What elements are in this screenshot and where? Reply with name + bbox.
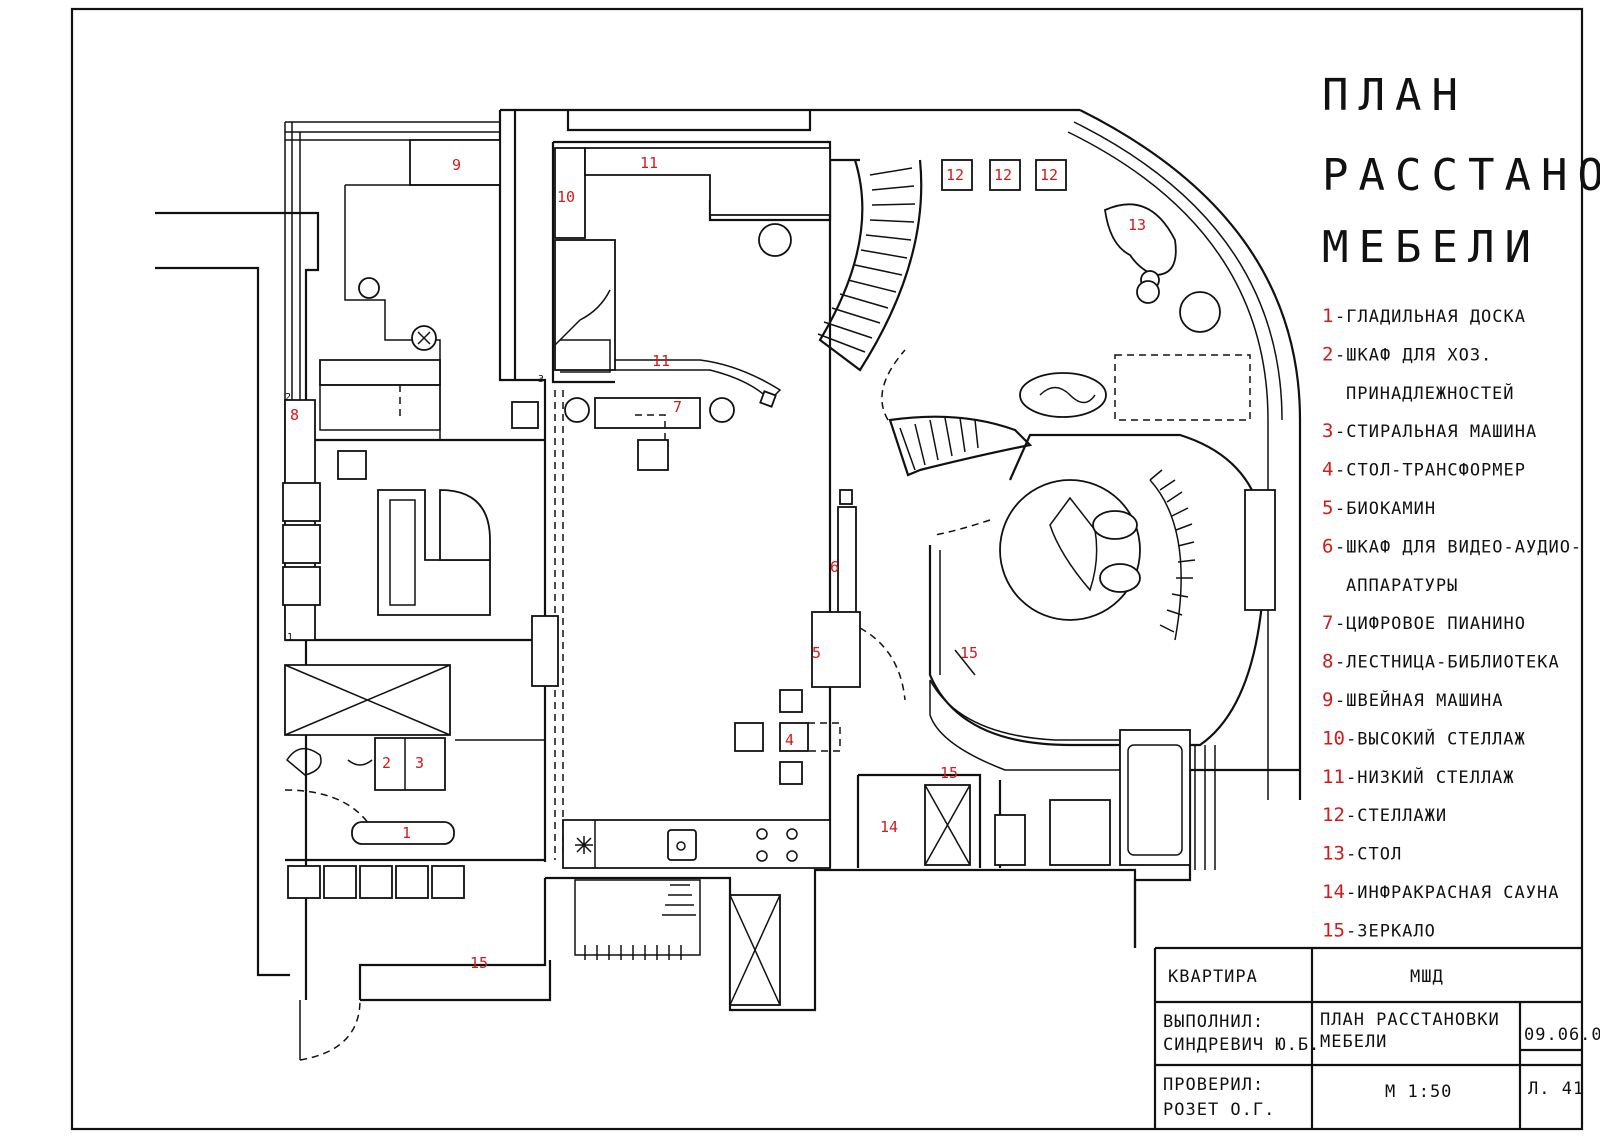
plan-label-7: 7	[673, 398, 682, 416]
drawing-title: ПЛАН РАССТАНОВКИ МЕБЕЛИ	[1322, 70, 1600, 273]
plan-label-11-bottom: 11	[652, 352, 670, 370]
plan-label-5: 5	[812, 644, 821, 662]
legend-item: 11-НИЗКИЙ СТЕЛЛАЖ	[1322, 766, 1515, 788]
legend-item-text: АППАРАТУРЫ	[1346, 576, 1458, 596]
legend-item-number: 8	[1322, 651, 1333, 673]
legend-item: 1-ГЛАДИЛЬНАЯ ДОСКА	[1322, 305, 1526, 327]
sheet-frame	[70, 7, 1584, 1131]
title-line-2: РАССТАНОВКИ	[1322, 150, 1600, 201]
legend-item-number: 9	[1322, 689, 1333, 711]
legend-item: 15-ЗЕРКАЛО	[1322, 919, 1436, 941]
legend-item-number: 3	[1322, 420, 1333, 442]
legend-item-text: -ЦИФРОВОЕ ПИАНИНО	[1335, 614, 1526, 634]
plan-label-15-hall: 15	[470, 954, 488, 972]
legend-item: 8-ЛЕСТНИЦА-БИБЛИОТЕКА	[1322, 651, 1560, 673]
legend-item: 9-ШВЕЙНАЯ МАШИНА	[1322, 689, 1504, 711]
legend-item: 7-ЦИФРОВОЕ ПИАНИНО	[1322, 612, 1526, 634]
plan-label-13: 13	[1128, 216, 1146, 234]
title-line-3: МЕБЕЛИ	[1322, 222, 1541, 273]
tb-kvartira-value: МШД	[1410, 967, 1444, 987]
legend-item: 10-ВЫСОКИЙ СТЕЛЛАЖ	[1322, 727, 1526, 749]
tb-date: 09.06.09.	[1524, 1025, 1600, 1045]
legend-item-text: ПРИНАДЛЕЖНОСТЕЙ	[1346, 382, 1515, 404]
plan-label-15-sauna: 15	[940, 764, 958, 782]
tb-sheet-number: Л. 41	[1528, 1079, 1584, 1099]
legend-item-number: 4	[1322, 459, 1333, 481]
legend-item-number: 6	[1322, 535, 1333, 557]
legend-item-text: -СТЕЛЛАЖИ	[1346, 806, 1447, 826]
legend-item: АППАРАТУРЫ	[1346, 576, 1458, 596]
legend-item: ПРИНАДЛЕЖНОСТЕЙ	[1346, 382, 1515, 404]
legend-item: 13-СТОЛ	[1322, 843, 1402, 865]
tb-sheet-title-1: ПЛАН РАССТАНОВКИ	[1320, 1010, 1500, 1030]
legend-item-text: -ВЫСОКИЙ СТЕЛЛАЖ	[1346, 727, 1526, 749]
plan-marker-2: 2	[285, 392, 291, 403]
plan-label-8: 8	[290, 406, 299, 424]
legend-item: 2-ШКАФ ДЛЯ ХОЗ.	[1322, 343, 1492, 365]
plan-label-9: 9	[452, 156, 461, 174]
legend-item-number: 7	[1322, 612, 1333, 634]
floor-plan	[155, 108, 1302, 1061]
legend-item-text: -СТОЛ-ТРАНСФОРМЕР	[1335, 461, 1526, 481]
tb-sheet-title-2: МЕБЕЛИ	[1320, 1032, 1387, 1052]
legend-item: 6-ШКАФ ДЛЯ ВИДЕО-АУДИО-	[1322, 535, 1582, 557]
tb-proveril-name: РОЗЕТ О.Г.	[1163, 1100, 1275, 1120]
legend-item: 12-СТЕЛЛАЖИ	[1322, 804, 1447, 826]
tb-vypolnil-name: СИНДРЕВИЧ Ю.Б.	[1163, 1035, 1320, 1055]
plan-label-12-b: 12	[994, 166, 1012, 184]
legend-item-text: -ШКАФ ДЛЯ ВИДЕО-АУДИО-	[1335, 537, 1582, 557]
plan-labels: 1 2 3 4 5 6 7 8 9 10 11 11 12 12 12 13 1…	[285, 154, 1146, 972]
legend-item-text: -НИЗКИЙ СТЕЛЛАЖ	[1346, 766, 1515, 788]
tb-vypolnil-label: ВЫПОЛНИЛ:	[1163, 1012, 1264, 1032]
plan-label-11-top: 11	[640, 154, 658, 172]
legend-item-number: 14	[1322, 881, 1345, 903]
tb-kvartira-label: КВАРТИРА	[1168, 967, 1258, 987]
legend-item-number: 10	[1322, 727, 1345, 749]
legend-item-text: -ШВЕЙНАЯ МАШИНА	[1335, 689, 1504, 711]
legend-item-number: 12	[1322, 804, 1345, 826]
legend-item-text: -ГЛАДИЛЬНАЯ ДОСКА	[1335, 307, 1526, 327]
plan-label-12-a: 12	[946, 166, 964, 184]
plan-label-12-c: 12	[1040, 166, 1058, 184]
legend-item-text: -ШКАФ ДЛЯ ХОЗ.	[1335, 345, 1492, 365]
title-line-1: ПЛАН	[1322, 70, 1468, 121]
tb-proveril-label: ПРОВЕРИЛ:	[1163, 1075, 1264, 1095]
legend-item-text: -ЗЕРКАЛО	[1346, 921, 1436, 941]
legend-item: 4-СТОЛ-ТРАНСФОРМЕР	[1322, 459, 1526, 481]
legend-item: 3-СТИРАЛЬНАЯ МАШИНА	[1322, 420, 1537, 442]
legend-item-number: 1	[1322, 305, 1333, 327]
legend-item-text: -ИНФРАКРАСНАЯ САУНА	[1346, 883, 1559, 903]
legend-item-number: 13	[1322, 843, 1345, 865]
legend-item-number: 2	[1322, 343, 1333, 365]
plan-label-2: 2	[382, 754, 391, 772]
legend-item-number: 15	[1322, 919, 1345, 941]
plan-label-14: 14	[880, 818, 898, 836]
plan-marker-3: 3	[538, 374, 544, 385]
legend-item-number: 5	[1322, 497, 1333, 519]
legend-item-text: -СТОЛ	[1346, 845, 1402, 865]
plan-marker-1: 1	[287, 632, 293, 643]
plan-label-3: 3	[415, 754, 424, 772]
legend-item-text: -СТИРАЛЬНАЯ МАШИНА	[1335, 422, 1537, 442]
legend-item-text: -ЛЕСТНИЦА-БИБЛИОТЕКА	[1335, 653, 1560, 673]
legend-item: 14-ИНФРАКРАСНАЯ САУНА	[1322, 881, 1559, 903]
plan-label-6: 6	[830, 558, 839, 576]
plan-label-1: 1	[402, 824, 411, 842]
plan-label-15-living: 15	[960, 644, 978, 662]
legend-item: 5-БИОКАМИН	[1322, 497, 1436, 519]
plan-label-10: 10	[557, 188, 575, 206]
tb-scale: М 1:50	[1385, 1082, 1452, 1102]
title-block: КВАРТИРА МШД ВЫПОЛНИЛ: СИНДРЕВИЧ Ю.Б. ПЛ…	[1153, 946, 1600, 1129]
legend-item-number: 11	[1322, 766, 1345, 788]
plan-label-4: 4	[785, 731, 794, 749]
curved-stairs	[817, 159, 923, 372]
legend-item-text: -БИОКАМИН	[1335, 499, 1436, 519]
